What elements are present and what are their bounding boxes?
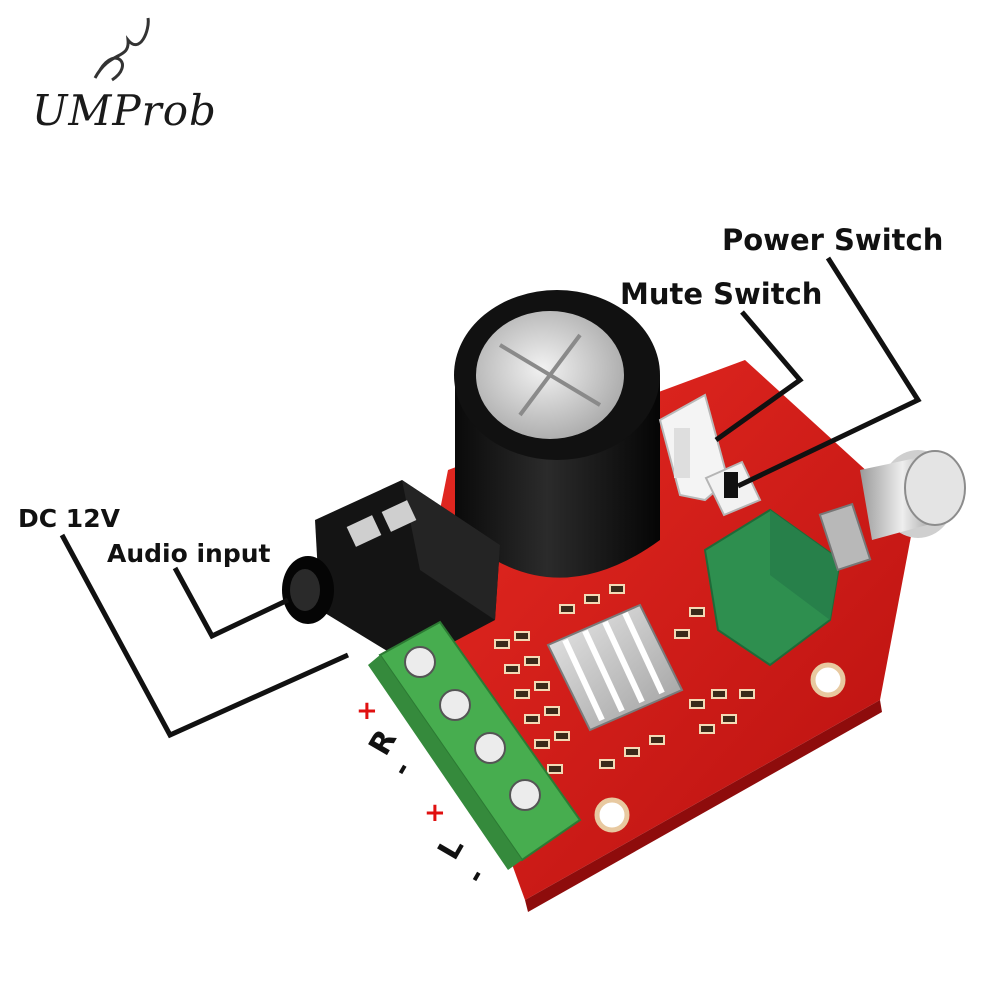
volume-potentiometer — [703, 450, 966, 667]
left-plus-mark: + — [424, 798, 446, 828]
dc-12v-label: DC 12V — [18, 504, 120, 533]
terminal-screw — [439, 689, 471, 721]
mute-jumper — [704, 460, 762, 517]
audio-input-leader — [172, 566, 290, 640]
mute-switch-label: Mute Switch — [620, 277, 823, 311]
heatsink — [546, 603, 684, 732]
callout-lines — [59, 256, 922, 739]
power-switch-label: Power Switch — [722, 223, 944, 257]
dc-12v-leader — [59, 533, 350, 739]
speaker-terminal-block — [368, 620, 582, 870]
right-plus-mark: + — [356, 696, 378, 726]
smd-components — [494, 584, 755, 774]
mount-hole — [810, 662, 846, 698]
capacitor — [454, 290, 660, 578]
mute-switch-leader — [714, 310, 804, 443]
brand-logo-text: UMProb — [32, 86, 217, 135]
logo-swirl-icon — [93, 17, 150, 82]
mount-hole — [594, 797, 630, 833]
audio-jack — [282, 480, 500, 665]
terminal-screw — [509, 779, 541, 811]
terminal-screw — [404, 646, 436, 678]
audio-input-label: Audio input — [107, 539, 271, 568]
power-switch-leader — [736, 256, 922, 489]
terminal-screw — [474, 732, 506, 764]
